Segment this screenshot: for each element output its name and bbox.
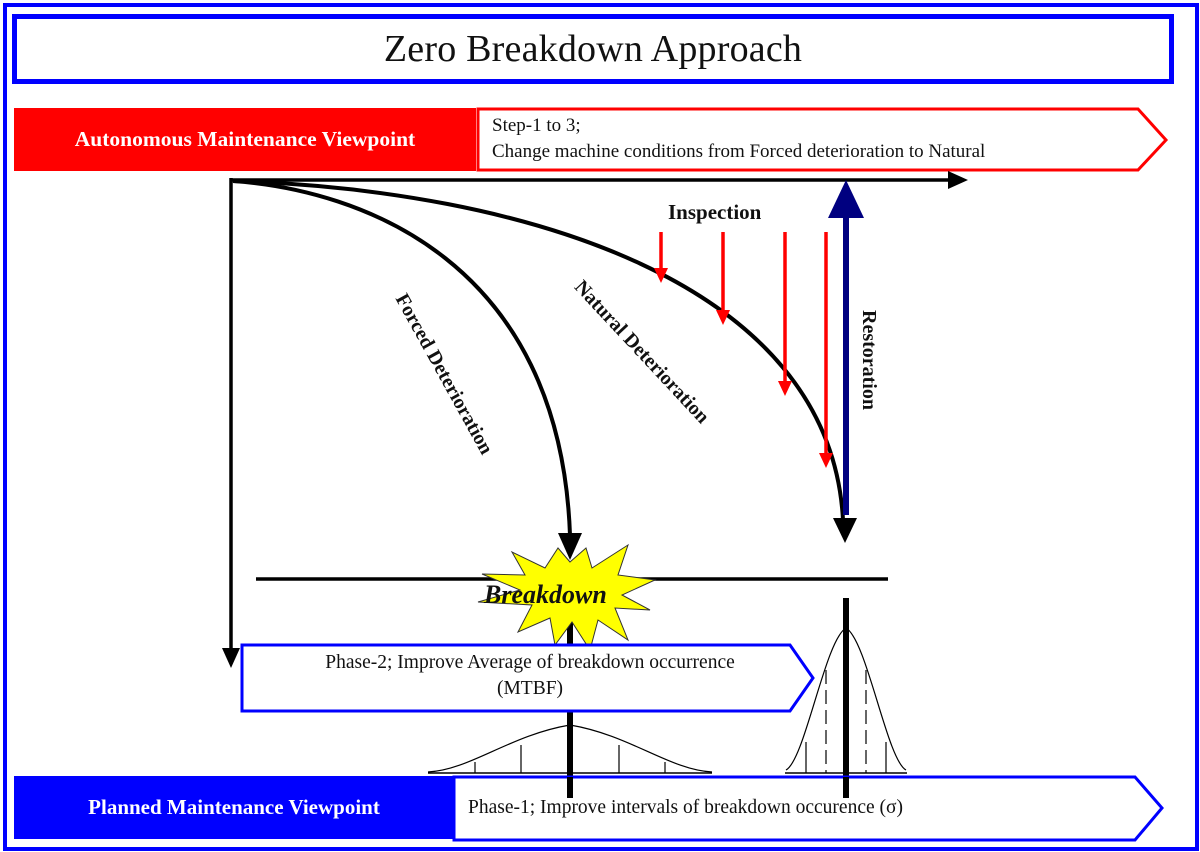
natural-deterioration-curve bbox=[232, 179, 857, 543]
autonomous-maintenance-label: Autonomous Maintenance Viewpoint bbox=[14, 108, 476, 171]
outer-frame bbox=[3, 3, 1199, 851]
inspection-label: Inspection bbox=[668, 200, 762, 224]
page-title: Zero Breakdown Approach bbox=[383, 28, 803, 70]
forced-deterioration-curve bbox=[232, 179, 582, 560]
breakdown-label: Breakdown bbox=[484, 580, 607, 609]
restoration-label: Restoration bbox=[858, 310, 880, 410]
phase2-line1: Phase-2; Improve Average of breakdown oc… bbox=[325, 652, 735, 673]
breakdown-burst bbox=[477, 543, 657, 652]
narrow-distribution-curve bbox=[785, 627, 907, 774]
phase2-text: Phase-2; Improve Average of breakdown oc… bbox=[250, 650, 810, 702]
restoration-arrow bbox=[828, 180, 864, 515]
am-step-line1: Step-1 to 3; bbox=[492, 115, 581, 136]
inspection-arrows bbox=[654, 232, 833, 468]
phase1-chevron bbox=[452, 775, 1164, 842]
wide-distribution-curve bbox=[427, 724, 713, 774]
am-step-line2: Change machine conditions from Forced de… bbox=[492, 141, 986, 162]
title-box: Zero Breakdown Approach bbox=[12, 14, 1174, 84]
am-step-text: Step-1 to 3; Change machine conditions f… bbox=[492, 113, 985, 165]
phase1-text: Phase-1; Improve intervals of breakdown … bbox=[468, 797, 904, 818]
phase2-chevron bbox=[240, 643, 815, 713]
axes bbox=[222, 171, 968, 668]
am-chevron bbox=[476, 107, 1169, 172]
phase2-line2: (MTBF) bbox=[496, 678, 564, 699]
planned-maintenance-label: Planned Maintenance Viewpoint bbox=[14, 776, 454, 839]
